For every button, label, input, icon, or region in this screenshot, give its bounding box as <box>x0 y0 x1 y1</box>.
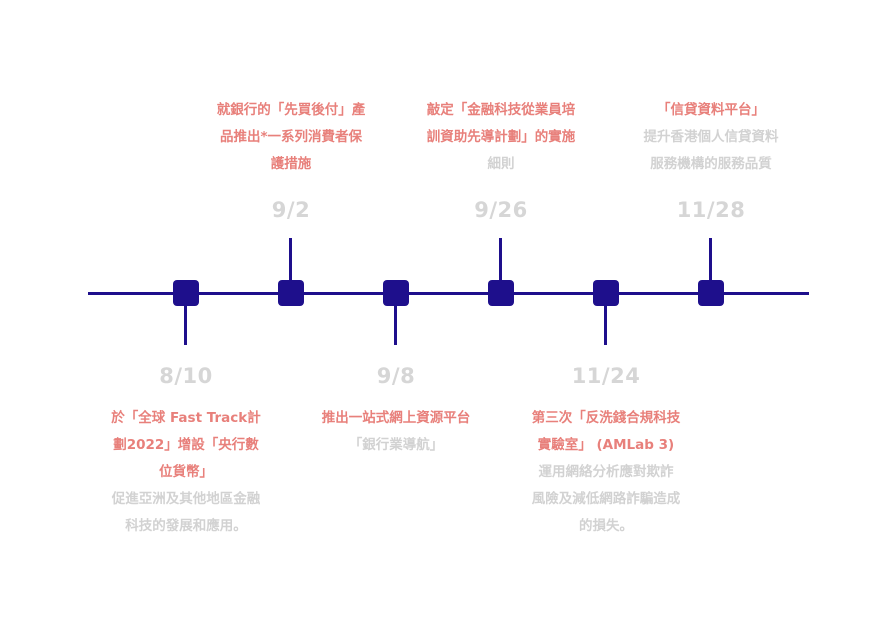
event-line: 就銀行的「先買後付」產 <box>216 102 366 118</box>
event-description: 第三次「反洗錢合規科技 實驗室」 (AMLab 3) 運用網絡分析應對欺詐 風險… <box>514 405 698 540</box>
event-date: 11/28 <box>676 198 746 222</box>
event-line: 服務機構的服務品質 <box>650 156 772 172</box>
event-line: 「信貸資料平台」 <box>657 102 765 118</box>
stem-2 <box>289 238 292 294</box>
timeline-node-5 <box>593 280 619 306</box>
event-line: 品推出*一系列消費者保 <box>219 129 363 145</box>
event-date: 9/8 <box>376 364 416 388</box>
timeline-node-3 <box>383 280 409 306</box>
stem-5 <box>604 293 607 345</box>
event-line: 提升香港個人信貸資料 <box>643 129 779 145</box>
event-line: 訓資助先導計劃」的實施 <box>426 129 576 145</box>
event-line: 的損失。 <box>579 518 633 534</box>
event-date: 9/2 <box>271 198 311 222</box>
event-line: 護措施 <box>270 156 312 172</box>
event-description: 於「全球 Fast Track計 劃2022」增設「央行數 位貨幣」 促進亞洲及… <box>94 405 278 540</box>
stem-3 <box>394 293 397 345</box>
stem-1 <box>184 293 187 345</box>
event-line: 於「全球 Fast Track計 <box>111 410 261 426</box>
event-date: 11/24 <box>571 364 641 388</box>
event-line: 運用網絡分析應對欺詐 <box>538 464 674 480</box>
event-description: 敲定「金融科技從業員培 訓資助先導計劃」的實施 細則 <box>409 97 593 178</box>
event-line: 位貨幣」 <box>159 464 213 480</box>
timeline-node-2 <box>278 280 304 306</box>
event-date: 8/10 <box>159 364 213 388</box>
timeline-node-4 <box>488 280 514 306</box>
event-description: 推出一站式網上資源平台 「銀行業導航」 <box>304 405 488 459</box>
stem-4 <box>499 238 502 294</box>
event-line: 促進亞洲及其他地區金融 <box>111 491 261 507</box>
timeline-node-1 <box>173 280 199 306</box>
event-line: 風險及減低網路詐騙造成 <box>531 491 681 507</box>
event-line: 「銀行業導航」 <box>348 437 444 453</box>
event-line: 細則 <box>487 156 515 172</box>
stem-6 <box>709 238 712 294</box>
event-date: 9/26 <box>474 198 528 222</box>
event-description: 「信貸資料平台」 提升香港個人信貸資料 服務機構的服務品質 <box>619 97 803 178</box>
event-description: 就銀行的「先買後付」產 品推出*一系列消費者保 護措施 <box>199 97 383 178</box>
event-line: 科技的發展和應用。 <box>125 518 247 534</box>
event-line: 實驗室」 (AMLab 3) <box>537 437 675 453</box>
timeline-axis <box>88 292 809 295</box>
event-line: 劃2022」增設「央行數 <box>113 437 259 453</box>
timeline-node-6 <box>698 280 724 306</box>
event-line: 推出一站式網上資源平台 <box>321 410 471 426</box>
event-line: 敲定「金融科技從業員培 <box>426 102 576 118</box>
event-line: 第三次「反洗錢合規科技 <box>531 410 681 426</box>
